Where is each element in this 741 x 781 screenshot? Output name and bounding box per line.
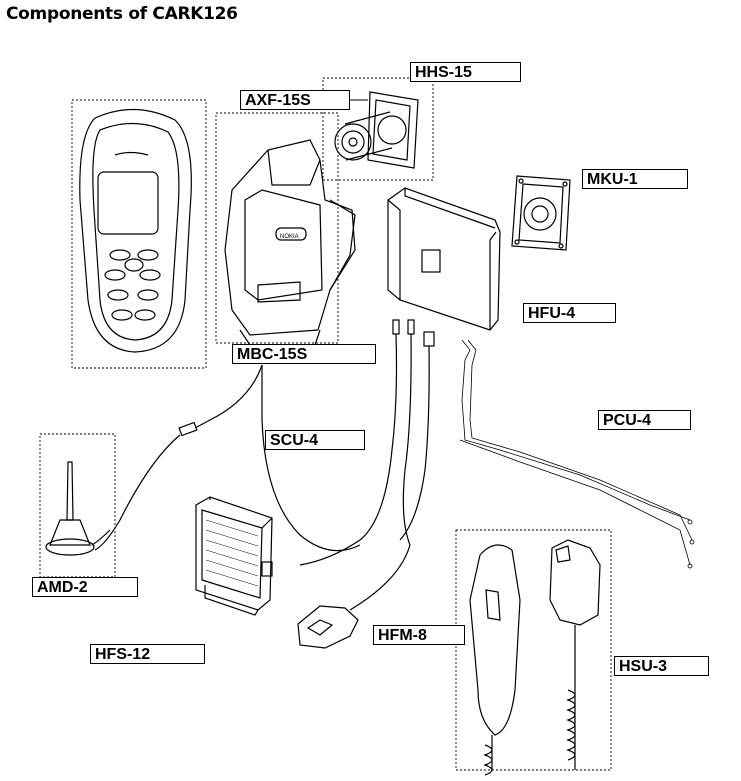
cradle-logo: NOKIA bbox=[280, 234, 299, 240]
cradle-group-box bbox=[215, 112, 339, 344]
handset-drawing bbox=[469, 539, 601, 776]
phone-group-box bbox=[71, 99, 207, 369]
holder-drawing bbox=[334, 91, 419, 169]
label-mbc-15s: MBC-15S bbox=[232, 344, 376, 364]
mounting-plate-drawing bbox=[511, 175, 571, 251]
mobile-phone-drawing bbox=[79, 108, 192, 353]
microphone-drawing bbox=[297, 605, 359, 649]
antenna-group-box bbox=[39, 433, 116, 578]
holder-group-box bbox=[322, 77, 434, 181]
hfu-connector bbox=[421, 249, 441, 273]
label-pcu-4: PCU-4 bbox=[598, 410, 691, 430]
scu-cable-drawing bbox=[94, 364, 361, 552]
label-hfm-8: HFM-8 bbox=[373, 625, 465, 645]
label-scu-4: SCU-4 bbox=[265, 430, 365, 450]
group-boxes bbox=[39, 77, 612, 771]
loudspeaker-drawing bbox=[195, 496, 273, 616]
hfu-cables bbox=[299, 319, 435, 611]
diagram-title: Components of CARK126 bbox=[6, 4, 238, 24]
hfu-box-drawing bbox=[387, 187, 501, 331]
label-hfu-4: HFU-4 bbox=[523, 303, 616, 323]
handset-group-box bbox=[455, 529, 612, 771]
label-amd-2: AMD-2 bbox=[32, 577, 138, 597]
label-mku-1: MKU-1 bbox=[582, 169, 688, 189]
label-hsu-3: HSU-3 bbox=[614, 656, 709, 676]
label-axf-15s: AXF-15S bbox=[240, 90, 350, 110]
label-hhs-15: HHS-15 bbox=[410, 62, 521, 82]
label-hfs-12: HFS-12 bbox=[90, 644, 205, 664]
phone-display bbox=[97, 171, 159, 235]
speaker-grille bbox=[205, 519, 259, 587]
cradle-drawing bbox=[224, 139, 356, 346]
cradle-logo-plate bbox=[275, 227, 307, 241]
power-cable-drawing bbox=[459, 339, 695, 569]
antenna-drawing bbox=[45, 461, 111, 556]
